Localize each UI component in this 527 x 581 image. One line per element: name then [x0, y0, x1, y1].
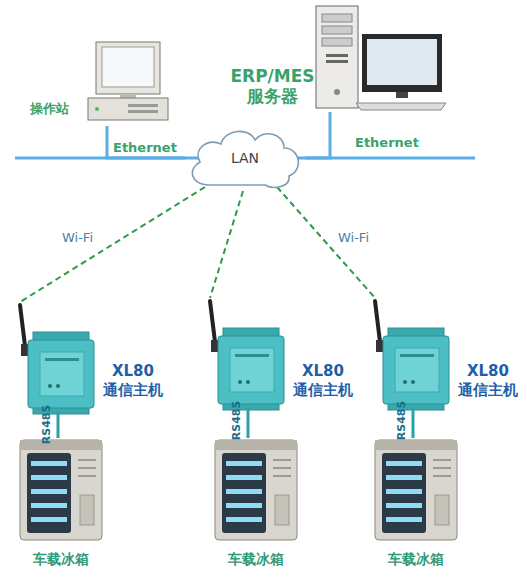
link-label: Ethernet — [355, 135, 419, 150]
fridge-illustration — [375, 440, 457, 540]
server-node: ERP/MES 服务器 — [225, 4, 445, 112]
operator-computer — [88, 42, 168, 120]
node-label: LAN — [185, 149, 305, 167]
rs485-cable — [412, 408, 415, 438]
node-label: 车载冰箱 — [370, 550, 462, 568]
ethernet-link — [107, 126, 185, 158]
node-label: XL80 通信主机 — [98, 362, 168, 400]
node-label: XL80 通信主机 — [288, 362, 358, 400]
node-label: 车载冰箱 — [210, 550, 302, 568]
lan-cloud: LAN — [185, 125, 305, 191]
link-label: Wi-Fi — [338, 230, 369, 245]
fridge-illustration — [20, 440, 102, 540]
xl80-module — [375, 301, 449, 410]
fridge-illustration — [215, 440, 297, 540]
node-label: 操作站 — [30, 100, 92, 117]
node-label: ERP/MES 服务器 — [225, 66, 320, 106]
interface-label: RS485 — [395, 396, 408, 446]
link-label: Ethernet — [113, 140, 177, 155]
fridge-node: 车载冰箱 — [370, 438, 462, 572]
server-computer — [316, 6, 446, 110]
xl80-module — [210, 301, 284, 410]
node-label: 车载冰箱 — [15, 550, 107, 568]
wifi-link — [20, 187, 205, 302]
rs485-cable — [247, 408, 250, 438]
link-label: Wi-Fi — [62, 230, 93, 245]
wifi-link — [210, 191, 243, 298]
station-node: 操作站 — [30, 38, 170, 126]
interface-label: RS485 — [230, 396, 243, 446]
wifi-link — [277, 187, 375, 298]
comm-host-node: XL80 通信主机 — [204, 298, 354, 408]
node-label: XL80 通信主机 — [453, 362, 523, 400]
fridge-node: 车载冰箱 — [210, 438, 302, 572]
fridge-node: 车载冰箱 — [15, 438, 107, 572]
ethernet-link — [305, 112, 330, 158]
rs485-cable — [57, 412, 60, 438]
interface-label: RS485 — [40, 400, 53, 450]
comm-host-node: XL80 通信主机 — [14, 302, 164, 412]
comm-host-node: XL80 通信主机 — [369, 298, 519, 408]
xl80-module — [20, 305, 94, 414]
